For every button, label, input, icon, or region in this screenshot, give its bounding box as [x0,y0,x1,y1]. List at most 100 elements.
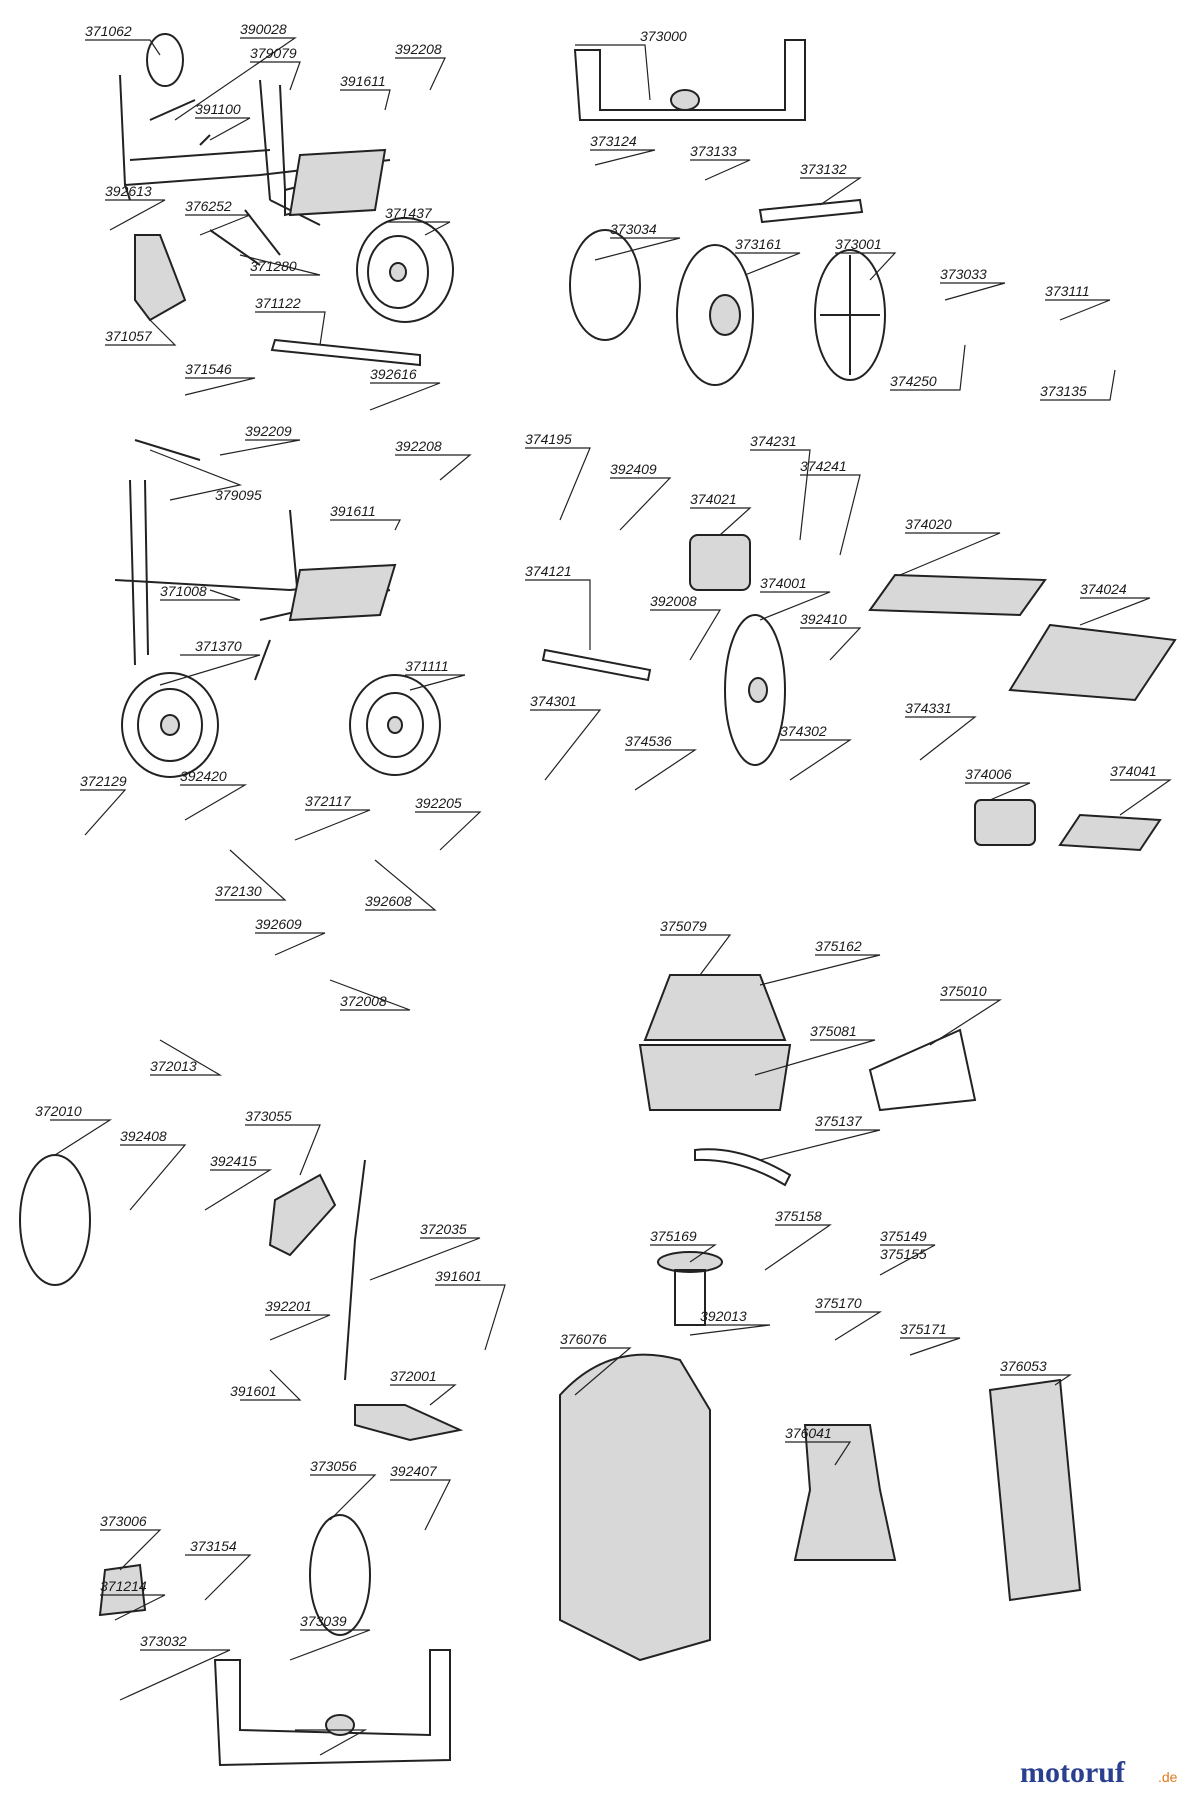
bearing-373006 [98,1563,147,1617]
part-label: 372013 [150,1058,197,1074]
rod-372035 [344,1159,366,1381]
chassis-frame-top [119,33,391,266]
part-label: 371546 [185,361,232,377]
part-label: 375162 [815,938,862,954]
part-label: 373135 [1040,383,1087,399]
part-label: 373056 [310,1458,357,1474]
part-label: 372001 [390,1368,437,1384]
part-label: 373055 [245,1108,292,1124]
lever-373055 [268,1173,337,1257]
part-label: 374195 [525,431,572,447]
part-label: 392201 [265,1298,312,1314]
part-drawings [19,33,1177,1767]
part-label: 374331 [905,700,952,716]
part-label: 392408 [120,1128,167,1144]
part-label: 371008 [160,583,207,599]
part-label: 373001 [835,236,882,252]
part-label: 392205 [415,795,462,811]
part-label: 371370 [195,638,242,654]
part-label: 371437 [385,205,433,221]
part-label: 372008 [340,993,387,1009]
part-label: 392609 [255,916,302,932]
watermark-suffix: .de [1158,1769,1178,1785]
part-label: 374024 [1080,581,1127,597]
part-label: 375081 [810,1023,857,1039]
part-label: 392008 [650,593,697,609]
part-label: 392415 [210,1153,257,1169]
part-label: 373032 [140,1633,187,1649]
part-label: 391611 [330,503,376,519]
part-label: 371122 [255,295,301,311]
part-label: 372130 [215,883,262,899]
part-label: 373161 [735,236,782,252]
part-label: 375137 [815,1113,863,1129]
part-label: 374301 [530,693,577,709]
ring-gear-375137 [694,1148,792,1187]
part-label: 392209 [245,423,292,439]
part-label: 374231 [750,433,797,449]
pulley-373161 [676,244,754,386]
part-label: 379095 [215,487,262,503]
part-label: 371280 [250,258,297,274]
part-label: 374536 [625,733,672,749]
shaft-374121 [541,648,652,682]
part-label: 373124 [590,133,637,149]
part-label: 376041 [785,1425,832,1441]
part-label: 373154 [190,1538,237,1554]
frame-375010 [868,1028,977,1112]
part-label: 390028 [240,21,287,37]
part-label: 391611 [340,73,386,89]
part-label: 392208 [395,41,442,57]
part-label: 375170 [815,1295,862,1311]
part-label: 376252 [185,198,232,214]
part-label: 392407 [390,1463,438,1479]
motor-374006 [974,799,1036,846]
part-label: 375149 [880,1228,927,1244]
part-label: 373033 [940,266,987,282]
part-number-labels: 371062 390028 379079 392208 391611 39110… [35,21,1157,1649]
gear-wheel-373056 [309,1514,371,1636]
brand-watermark: motoruf .de [1020,1756,1178,1789]
chassis-frame-mid [114,439,397,681]
cover-plate-376053 [988,1378,1082,1602]
part-label: 375171 [900,1321,947,1337]
part-label: 376076 [560,1331,607,1347]
part-label: 371057 [105,328,153,344]
part-label: 372129 [80,773,127,789]
wheel-371111 [349,674,441,776]
motor-374021 [689,534,751,591]
part-label: 374001 [760,575,807,591]
part-label: 373034 [610,221,657,237]
part-label: 373111 [1045,283,1090,299]
part-label: 374302 [780,723,827,739]
housing-376076 [559,1353,711,1662]
leader-lines [50,37,1172,1756]
bracket-374041 [1058,813,1162,852]
part-label: 375169 [650,1228,697,1244]
part-label: 392013 [700,1308,747,1324]
shaft-373132 [758,198,864,224]
part-label: 373132 [800,161,847,177]
gear-wheel-373001 [814,249,886,381]
part-label: 371062 [85,23,132,39]
wheel-371370 [121,672,219,778]
part-label: 374241 [800,458,847,474]
part-label: 375158 [775,1208,822,1224]
part-label: 375155 [880,1246,927,1262]
part-label: 375079 [660,918,707,934]
pulley-374001 [724,614,786,766]
part-label: 373133 [690,143,737,159]
stand-376041 [793,1424,897,1561]
part-label: 392616 [370,366,417,382]
part-label: 374250 [890,373,937,389]
part-label: 391601 [435,1268,482,1284]
part-label: 392420 [180,768,227,784]
part-label: 372010 [35,1103,82,1119]
gear-support-373000 [573,39,806,121]
watermark-brand: motoruf [1020,1756,1126,1789]
part-label: 391601 [230,1383,277,1399]
handwheel-372010 [19,1154,91,1286]
plate-372001 [354,1404,464,1442]
